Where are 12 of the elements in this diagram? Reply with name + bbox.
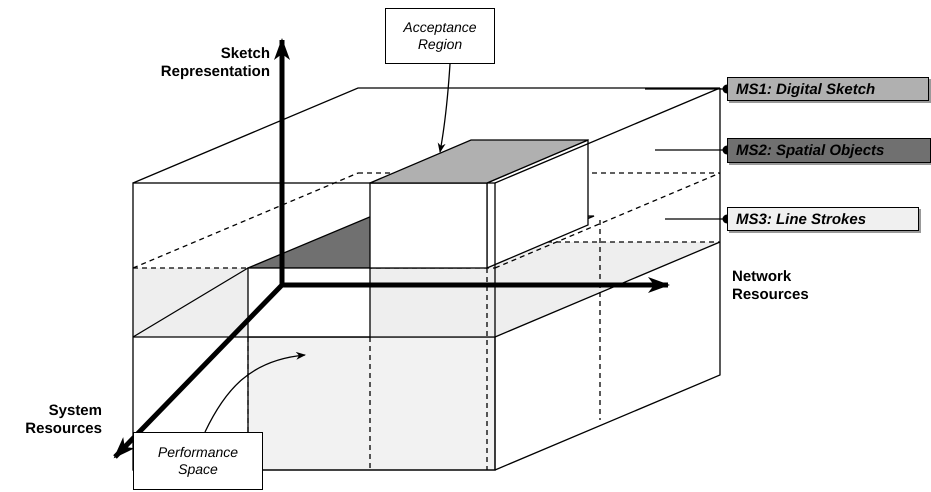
arrow: [438, 64, 451, 153]
floor-region: [247, 336, 496, 471]
arrow: [204, 352, 306, 432]
top-face: [369, 139, 589, 184]
level-label: MS1: Digital Sketch: [727, 77, 929, 101]
level-label: MS2: Spatial Objects: [727, 138, 931, 163]
axis-label: Sketch Representation: [160, 45, 270, 81]
callout-box: Performance Space: [133, 432, 263, 490]
level-label: MS3: Line Strokes: [727, 207, 919, 231]
axis-label: Network Resources: [732, 268, 810, 304]
callout-box: Acceptance Region: [385, 8, 495, 64]
axis-label: System Resources: [24, 402, 102, 438]
